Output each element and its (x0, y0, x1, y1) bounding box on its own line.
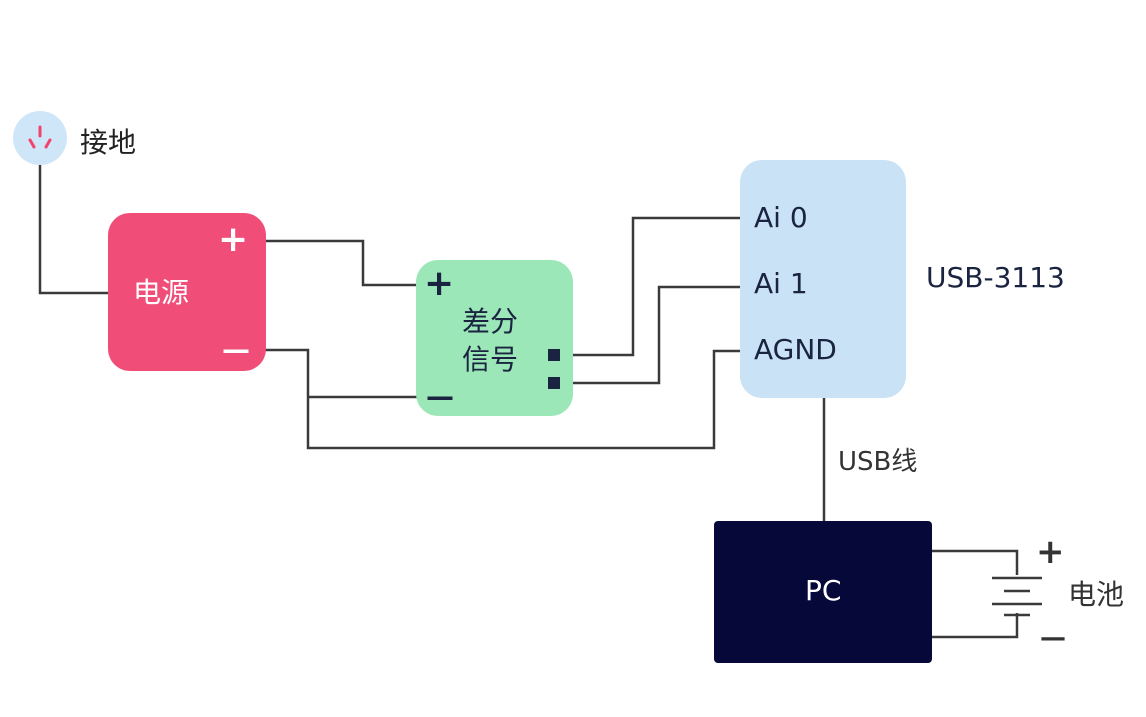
signal-out-terminal-1 (548, 349, 560, 361)
usb-cable-label: USB线 (838, 447, 918, 477)
battery-minus: — (1040, 623, 1066, 653)
signal-label-line1: 差分 (462, 305, 519, 338)
power-label: 电源 (133, 276, 190, 309)
ai0-wire (572, 216, 740, 357)
signal-minus-terminal: — (426, 380, 454, 413)
ai1-wire (572, 285, 740, 385)
pc-label: PC (805, 574, 842, 607)
power-minus-wire (265, 348, 740, 450)
battery-label: 电池 (1068, 578, 1125, 611)
daq-pin-ai0: Ai 0 (754, 201, 808, 234)
pc-block (714, 521, 932, 663)
ground-icon (13, 111, 67, 165)
signal-plus-terminal: + (424, 263, 455, 304)
daq-device-block (740, 160, 906, 398)
battery-wire (930, 549, 1019, 639)
power-plus-wire (265, 239, 418, 287)
ground-label: 接地 (80, 126, 137, 159)
battery-plus: + (1036, 532, 1065, 572)
power-plus-terminal: + (218, 219, 249, 260)
daq-device-name: USB-3113 (926, 261, 1065, 294)
ground-wire (38, 165, 110, 295)
signal-label-line2: 信号 (462, 343, 519, 376)
battery-symbol (992, 576, 1042, 617)
differential-signal-block (416, 260, 573, 416)
power-minus-terminal: — (222, 333, 250, 366)
daq-pin-ai1: Ai 1 (754, 267, 808, 300)
power-supply-block (108, 213, 266, 371)
signal-out-terminal-2 (548, 377, 560, 389)
daq-pin-agnd: AGND (754, 333, 837, 366)
